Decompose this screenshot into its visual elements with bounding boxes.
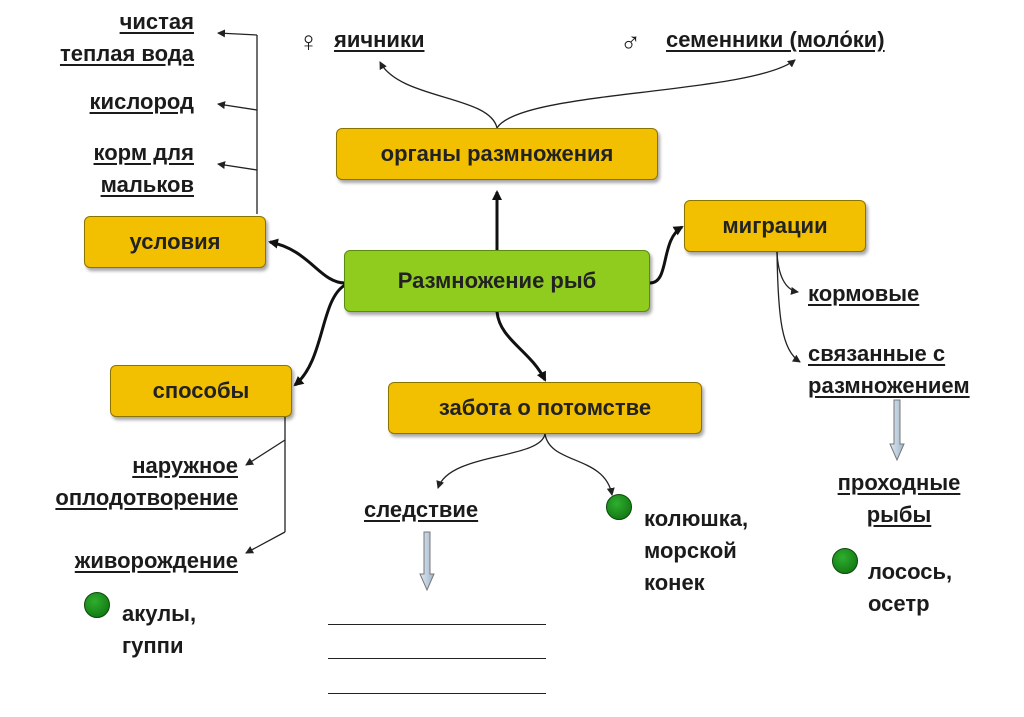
female-symbol-icon: ♀	[298, 26, 319, 57]
link-care-examples	[544, 433, 615, 496]
down-arrows	[419, 399, 905, 592]
link-cond-2	[217, 101, 258, 111]
center-node: Размножение рыб	[344, 250, 650, 312]
link-organs-female	[379, 61, 498, 129]
condition-water: чистая теплая вода	[59, 9, 194, 66]
link-cond-3	[217, 161, 258, 171]
center-label: Размножение рыб	[397, 268, 597, 293]
condition-oxygen: кислород	[89, 89, 194, 114]
method-viviparity: живорождение	[74, 548, 238, 573]
migration-breeding: связанные с размножением	[808, 341, 970, 398]
methods-label: способы	[152, 378, 250, 403]
care-node: забота о потомстве	[388, 382, 702, 434]
link-methods-1	[245, 439, 286, 466]
link-to-migrations	[649, 225, 684, 285]
migration-examples: лосось, осетр	[868, 559, 953, 616]
thin-links	[217, 29, 801, 554]
link-mig-feeding	[776, 251, 799, 295]
male-symbol-icon: ♂	[620, 26, 641, 57]
example-marker-icon	[832, 548, 858, 574]
down-arrow-consequence	[419, 531, 435, 592]
care-label: забота о потомстве	[438, 395, 652, 420]
link-to-methods	[293, 283, 346, 387]
blank-line-1	[328, 624, 546, 625]
migrations-node: миграции	[684, 200, 866, 252]
blank-line-3	[328, 693, 546, 694]
method-external: наружное оплодотворение	[55, 453, 238, 510]
care-consequence: следствие	[364, 497, 479, 522]
link-cond-1	[217, 29, 258, 38]
example-marker-icon	[606, 494, 632, 520]
condition-food: корм для мальков	[93, 140, 194, 197]
conditions-node: условия	[84, 216, 266, 268]
center-links	[268, 190, 684, 387]
anadromous-fish: проходные рыбы	[837, 470, 961, 527]
organs-node: органы размножения	[336, 128, 658, 180]
methods-examples: акулы, гуппи	[122, 601, 197, 658]
care-examples: колюшка, морской конек	[644, 506, 749, 595]
link-to-conditions	[268, 238, 346, 285]
link-to-care	[495, 311, 547, 382]
female-organs-label: яичники	[334, 27, 425, 52]
methods-node: способы	[110, 365, 292, 417]
migration-feeding: кормовые	[808, 281, 920, 306]
migrations-label: миграции	[722, 213, 828, 238]
link-care-consequence	[436, 433, 546, 489]
conditions-label: условия	[129, 229, 221, 254]
male-organs-label: семенники (моло́ки)	[666, 27, 885, 52]
example-marker-icon	[84, 592, 110, 618]
link-methods-2	[245, 531, 286, 554]
organs-label: органы размножения	[380, 141, 614, 166]
blank-line-2	[328, 658, 546, 659]
link-organs-male	[496, 59, 796, 129]
down-arrow-anadromous	[889, 399, 905, 462]
link-mig-breeding	[776, 251, 801, 363]
